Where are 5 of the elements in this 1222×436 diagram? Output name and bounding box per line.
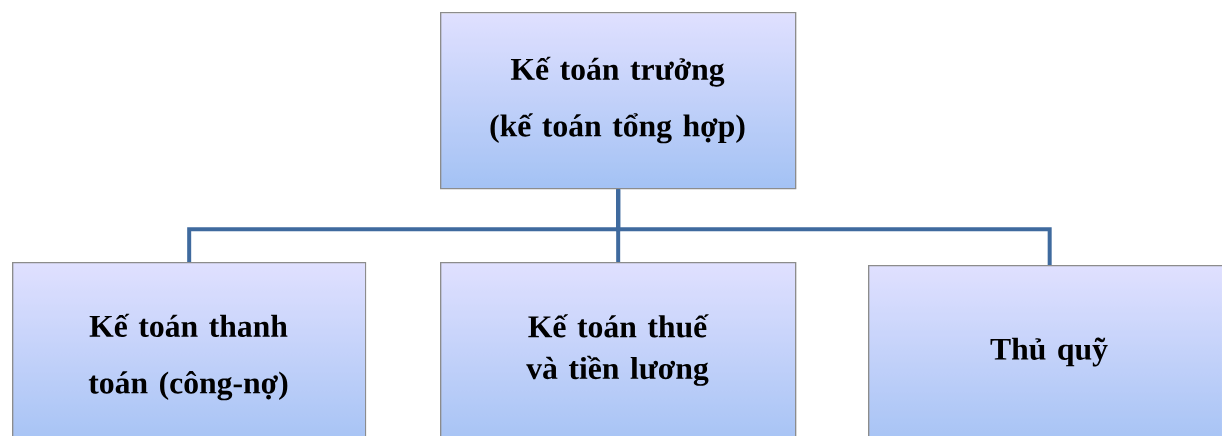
- org-box: Kế toán thuế và tiền lương: [440, 262, 797, 436]
- org-box: Kế toán thanh toán (công-nợ): [12, 262, 367, 436]
- org-box: Thủ quỹ: [868, 265, 1222, 436]
- org-box: Kế toán trưởng (kế toán tổng hợp): [440, 12, 797, 190]
- connector-line: [616, 189, 1052, 265]
